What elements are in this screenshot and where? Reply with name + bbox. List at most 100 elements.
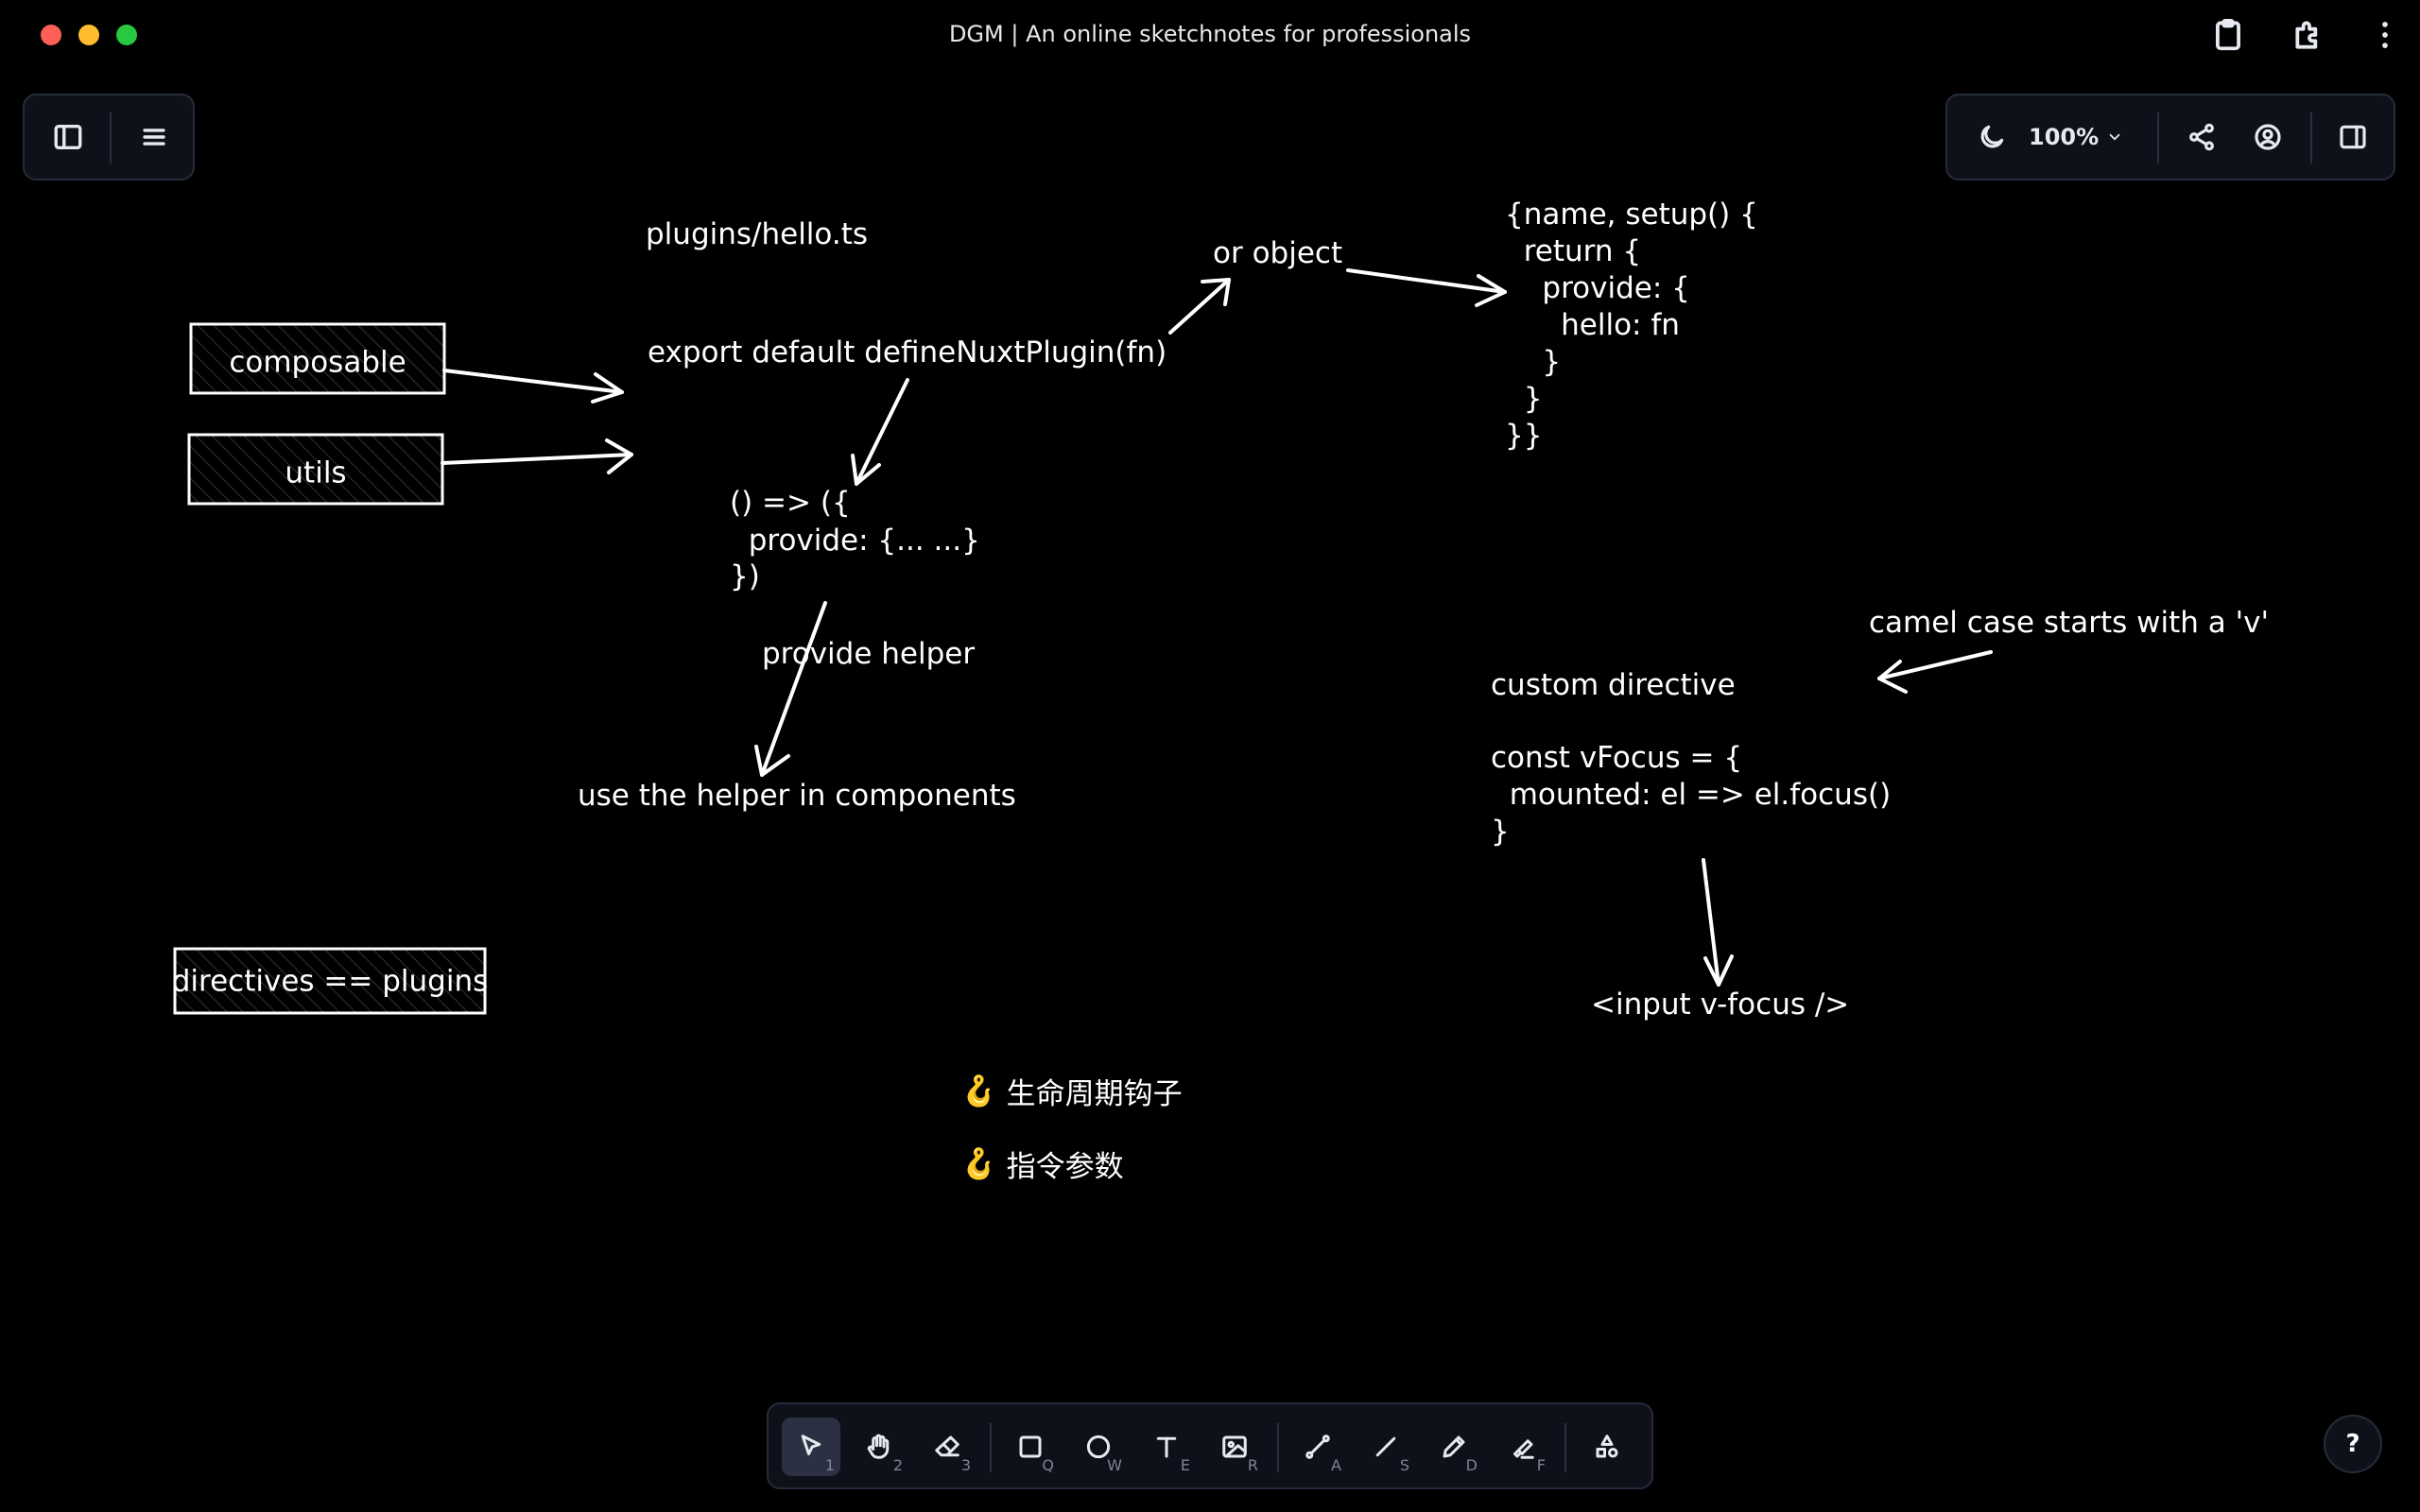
arrow-to-use-helper[interactable] — [754, 601, 827, 777]
sidebar-right-icon — [2340, 125, 2366, 149]
code-line: () => ({ — [730, 486, 851, 520]
arrow-export-to-arrow-fn[interactable] — [851, 378, 909, 486]
hand-icon — [867, 1434, 890, 1459]
provide-helper-label[interactable]: provide helper — [762, 637, 975, 671]
sidebar-icon — [54, 124, 82, 150]
eraser-icon — [935, 1435, 959, 1457]
code-vfocus[interactable]: const vFocus = { mounted: el => el.focus… — [1491, 741, 1891, 849]
code-line: } — [1505, 345, 1561, 379]
custom-directive-label[interactable]: custom directive — [1491, 668, 1736, 702]
right-panel: 100% — [1945, 94, 2395, 180]
tool-eraser[interactable]: 3 — [918, 1418, 977, 1476]
tool-select[interactable]: 1 — [782, 1418, 840, 1476]
menu-button[interactable] — [132, 115, 176, 159]
note-text: 指令参数 — [1006, 1150, 1124, 1184]
note-lifecycle-hooks[interactable]: 🪝 生命周期钩子 — [960, 1070, 1183, 1112]
shapes-icon — [1596, 1435, 1618, 1458]
zoom-dropdown[interactable]: 100% — [2029, 115, 2123, 159]
code-line: } — [1491, 815, 1510, 849]
help-button[interactable]: ? — [2324, 1415, 2382, 1473]
sidebar-toggle-button[interactable] — [46, 115, 90, 159]
extensions-icon[interactable] — [2291, 17, 2327, 53]
account-button[interactable] — [2246, 115, 2290, 159]
clipboard-icon[interactable] — [2210, 17, 2246, 53]
toolbar-divider — [990, 1423, 992, 1472]
zoom-level: 100% — [2029, 124, 2100, 150]
maximize-window-button[interactable] — [116, 25, 137, 45]
panel-divider — [2157, 112, 2159, 163]
arrow-composable-to-export[interactable] — [442, 369, 624, 404]
code-line: } — [1505, 382, 1542, 416]
or-object-label[interactable]: or object — [1213, 236, 1342, 270]
input-vfocus-label[interactable]: <input v-focus /> — [1591, 988, 1849, 1022]
tool-shortcut: R — [1247, 1456, 1258, 1474]
tool-image[interactable]: R — [1205, 1418, 1264, 1476]
composable-box[interactable]: composable — [189, 322, 446, 395]
theme-toggle-button[interactable] — [1970, 115, 2014, 159]
toolbar-divider — [1277, 1423, 1279, 1472]
tool-shortcut: S — [1399, 1456, 1409, 1474]
tool-connector[interactable]: A — [1288, 1418, 1347, 1476]
rectangle-icon — [1019, 1435, 1042, 1458]
tool-line[interactable]: S — [1357, 1418, 1415, 1476]
tool-shortcut: F — [1536, 1456, 1546, 1474]
panel-divider — [2310, 112, 2312, 163]
camel-case-label[interactable]: camel case starts with a 'v' — [1869, 606, 2269, 640]
arrow-utils-to-export[interactable] — [441, 438, 633, 474]
menu-icon — [143, 129, 165, 146]
tool-shortcut: E — [1180, 1456, 1190, 1474]
close-window-button[interactable] — [41, 25, 61, 45]
code-line: hello: fn — [1505, 308, 1680, 342]
tool-shortcut: 3 — [960, 1456, 971, 1474]
moon-icon — [1980, 125, 2004, 148]
export-default-label[interactable]: export default defineNuxtPlugin(fn) — [648, 335, 1167, 369]
code-line: return { — [1505, 234, 1641, 268]
tool-shortcut: D — [1465, 1456, 1478, 1474]
hook-icon: 🪝 — [960, 1074, 997, 1108]
user-circle-icon — [2255, 124, 2281, 150]
code-line: provide: { — [1505, 271, 1690, 305]
arrow-or-object-to-code[interactable] — [1346, 268, 1507, 307]
arrow-export-to-or-object[interactable] — [1168, 278, 1231, 335]
hook-icon: 🪝 — [960, 1147, 997, 1181]
tool-ellipse[interactable]: W — [1069, 1418, 1128, 1476]
share-icon — [2189, 123, 2214, 151]
use-helper-label[interactable]: use the helper in components — [578, 779, 1016, 813]
window-titlebar: DGM | An online sketchnotes for professi… — [0, 0, 2420, 70]
cursor-icon — [801, 1435, 821, 1455]
code-arrow-fn[interactable]: () => ({ provide: {... ...} }) — [730, 486, 980, 593]
panel-divider — [110, 112, 112, 163]
tool-text[interactable]: E — [1137, 1418, 1196, 1476]
tool-shortcut: 1 — [824, 1456, 835, 1474]
code-line: }) — [730, 559, 760, 593]
note-directive-args[interactable]: 🪝 指令参数 — [960, 1143, 1124, 1185]
pencil-icon — [1443, 1435, 1465, 1458]
tool-rectangle[interactable]: Q — [1001, 1418, 1060, 1476]
code-line: }} — [1505, 419, 1542, 453]
code-line: provide: {... ...} — [730, 524, 980, 558]
tool-freehand[interactable]: D — [1425, 1418, 1483, 1476]
bottom-toolbar: 1 2 3 Q W E R A S D F — [767, 1402, 1653, 1489]
code-object[interactable]: {name, setup() { return { provide: { hel… — [1505, 198, 1758, 453]
share-button[interactable] — [2180, 115, 2223, 159]
line-icon — [1375, 1436, 1396, 1457]
window-title: DGM | An online sketchnotes for professi… — [948, 21, 1472, 47]
more-options-icon[interactable] — [2367, 17, 2403, 53]
directives-box[interactable]: directives == plugins — [172, 947, 489, 1015]
image-icon — [1222, 1435, 1247, 1458]
utils-box[interactable]: utils — [187, 433, 444, 506]
utils-label: utils — [285, 456, 346, 490]
right-sidebar-toggle-button[interactable] — [2331, 115, 2375, 159]
note-text: 生命周期钩子 — [1006, 1077, 1183, 1111]
plugins-file-label[interactable]: plugins/hello.ts — [646, 217, 868, 251]
tool-shapes-library[interactable] — [1578, 1418, 1636, 1476]
chevron-down-icon — [2109, 133, 2120, 141]
tool-hand[interactable]: 2 — [850, 1418, 908, 1476]
text-icon — [1156, 1436, 1177, 1458]
left-panel — [23, 94, 195, 180]
tool-highlighter[interactable]: F — [1493, 1418, 1551, 1476]
minimize-window-button[interactable] — [78, 25, 99, 45]
arrow-camel-case-to-directive[interactable] — [1877, 650, 1993, 694]
arrow-vfocus-to-input[interactable] — [1702, 858, 1734, 987]
